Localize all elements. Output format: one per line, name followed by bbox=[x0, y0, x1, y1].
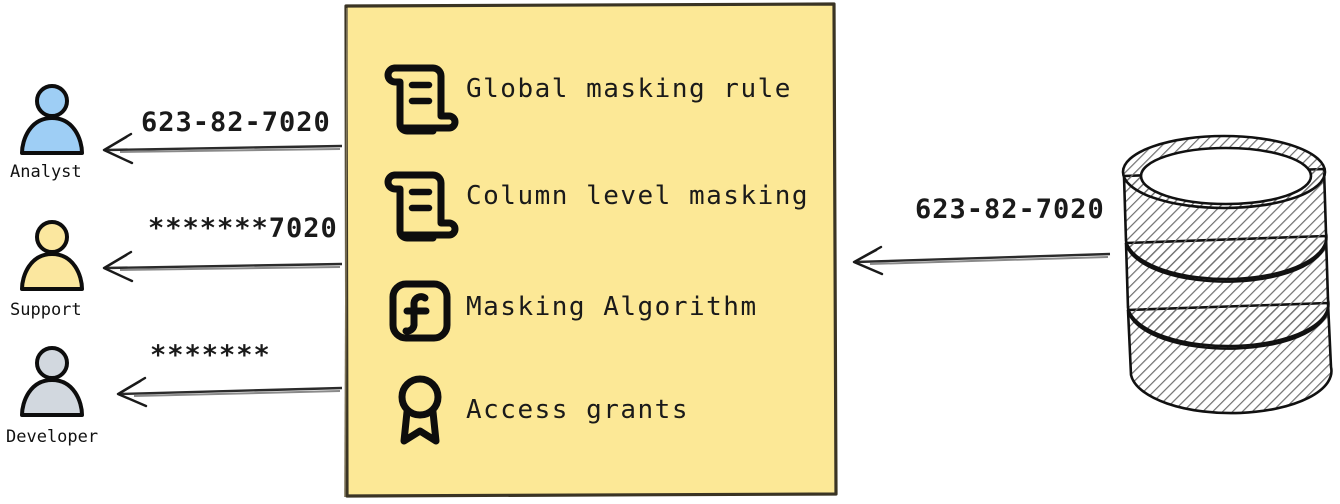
policy-item-label-access-grants: Access grants bbox=[466, 395, 689, 425]
flow-label-analyst: 623-82-7020 bbox=[141, 107, 331, 138]
flow-label-developer: ******* bbox=[150, 340, 271, 371]
arrow-to-support bbox=[102, 250, 343, 283]
policy-box-background bbox=[344, 2, 838, 498]
person-icon bbox=[20, 346, 84, 417]
award-icon bbox=[398, 375, 442, 445]
arrow-to-analyst bbox=[102, 132, 343, 165]
person-icon bbox=[20, 84, 84, 155]
person-icon bbox=[20, 220, 84, 291]
scroll-icon bbox=[384, 171, 459, 242]
flow-label-database: 623-82-7020 bbox=[915, 194, 1105, 225]
policy-item-label-masking-algorithm: Masking Algorithm bbox=[466, 292, 758, 322]
function-icon bbox=[389, 280, 451, 342]
policy-box bbox=[344, 2, 838, 498]
actor-label-analyst: Analyst bbox=[10, 162, 82, 182]
actor-label-support: Support bbox=[10, 300, 82, 320]
arrow-from-database bbox=[852, 245, 1111, 276]
policy-item-label-column-level-masking: Column level masking bbox=[466, 181, 810, 211]
actor-label-developer: Developer bbox=[6, 427, 99, 447]
scroll-icon bbox=[384, 64, 459, 135]
flow-label-support: *******7020 bbox=[148, 213, 338, 244]
policy-item-label-global-masking-rule: Global masking rule bbox=[466, 74, 792, 104]
policy-box-left-sketch bbox=[344, 7, 348, 498]
database-cylinder-icon bbox=[1121, 134, 1333, 415]
arrow-to-developer bbox=[116, 376, 343, 408]
